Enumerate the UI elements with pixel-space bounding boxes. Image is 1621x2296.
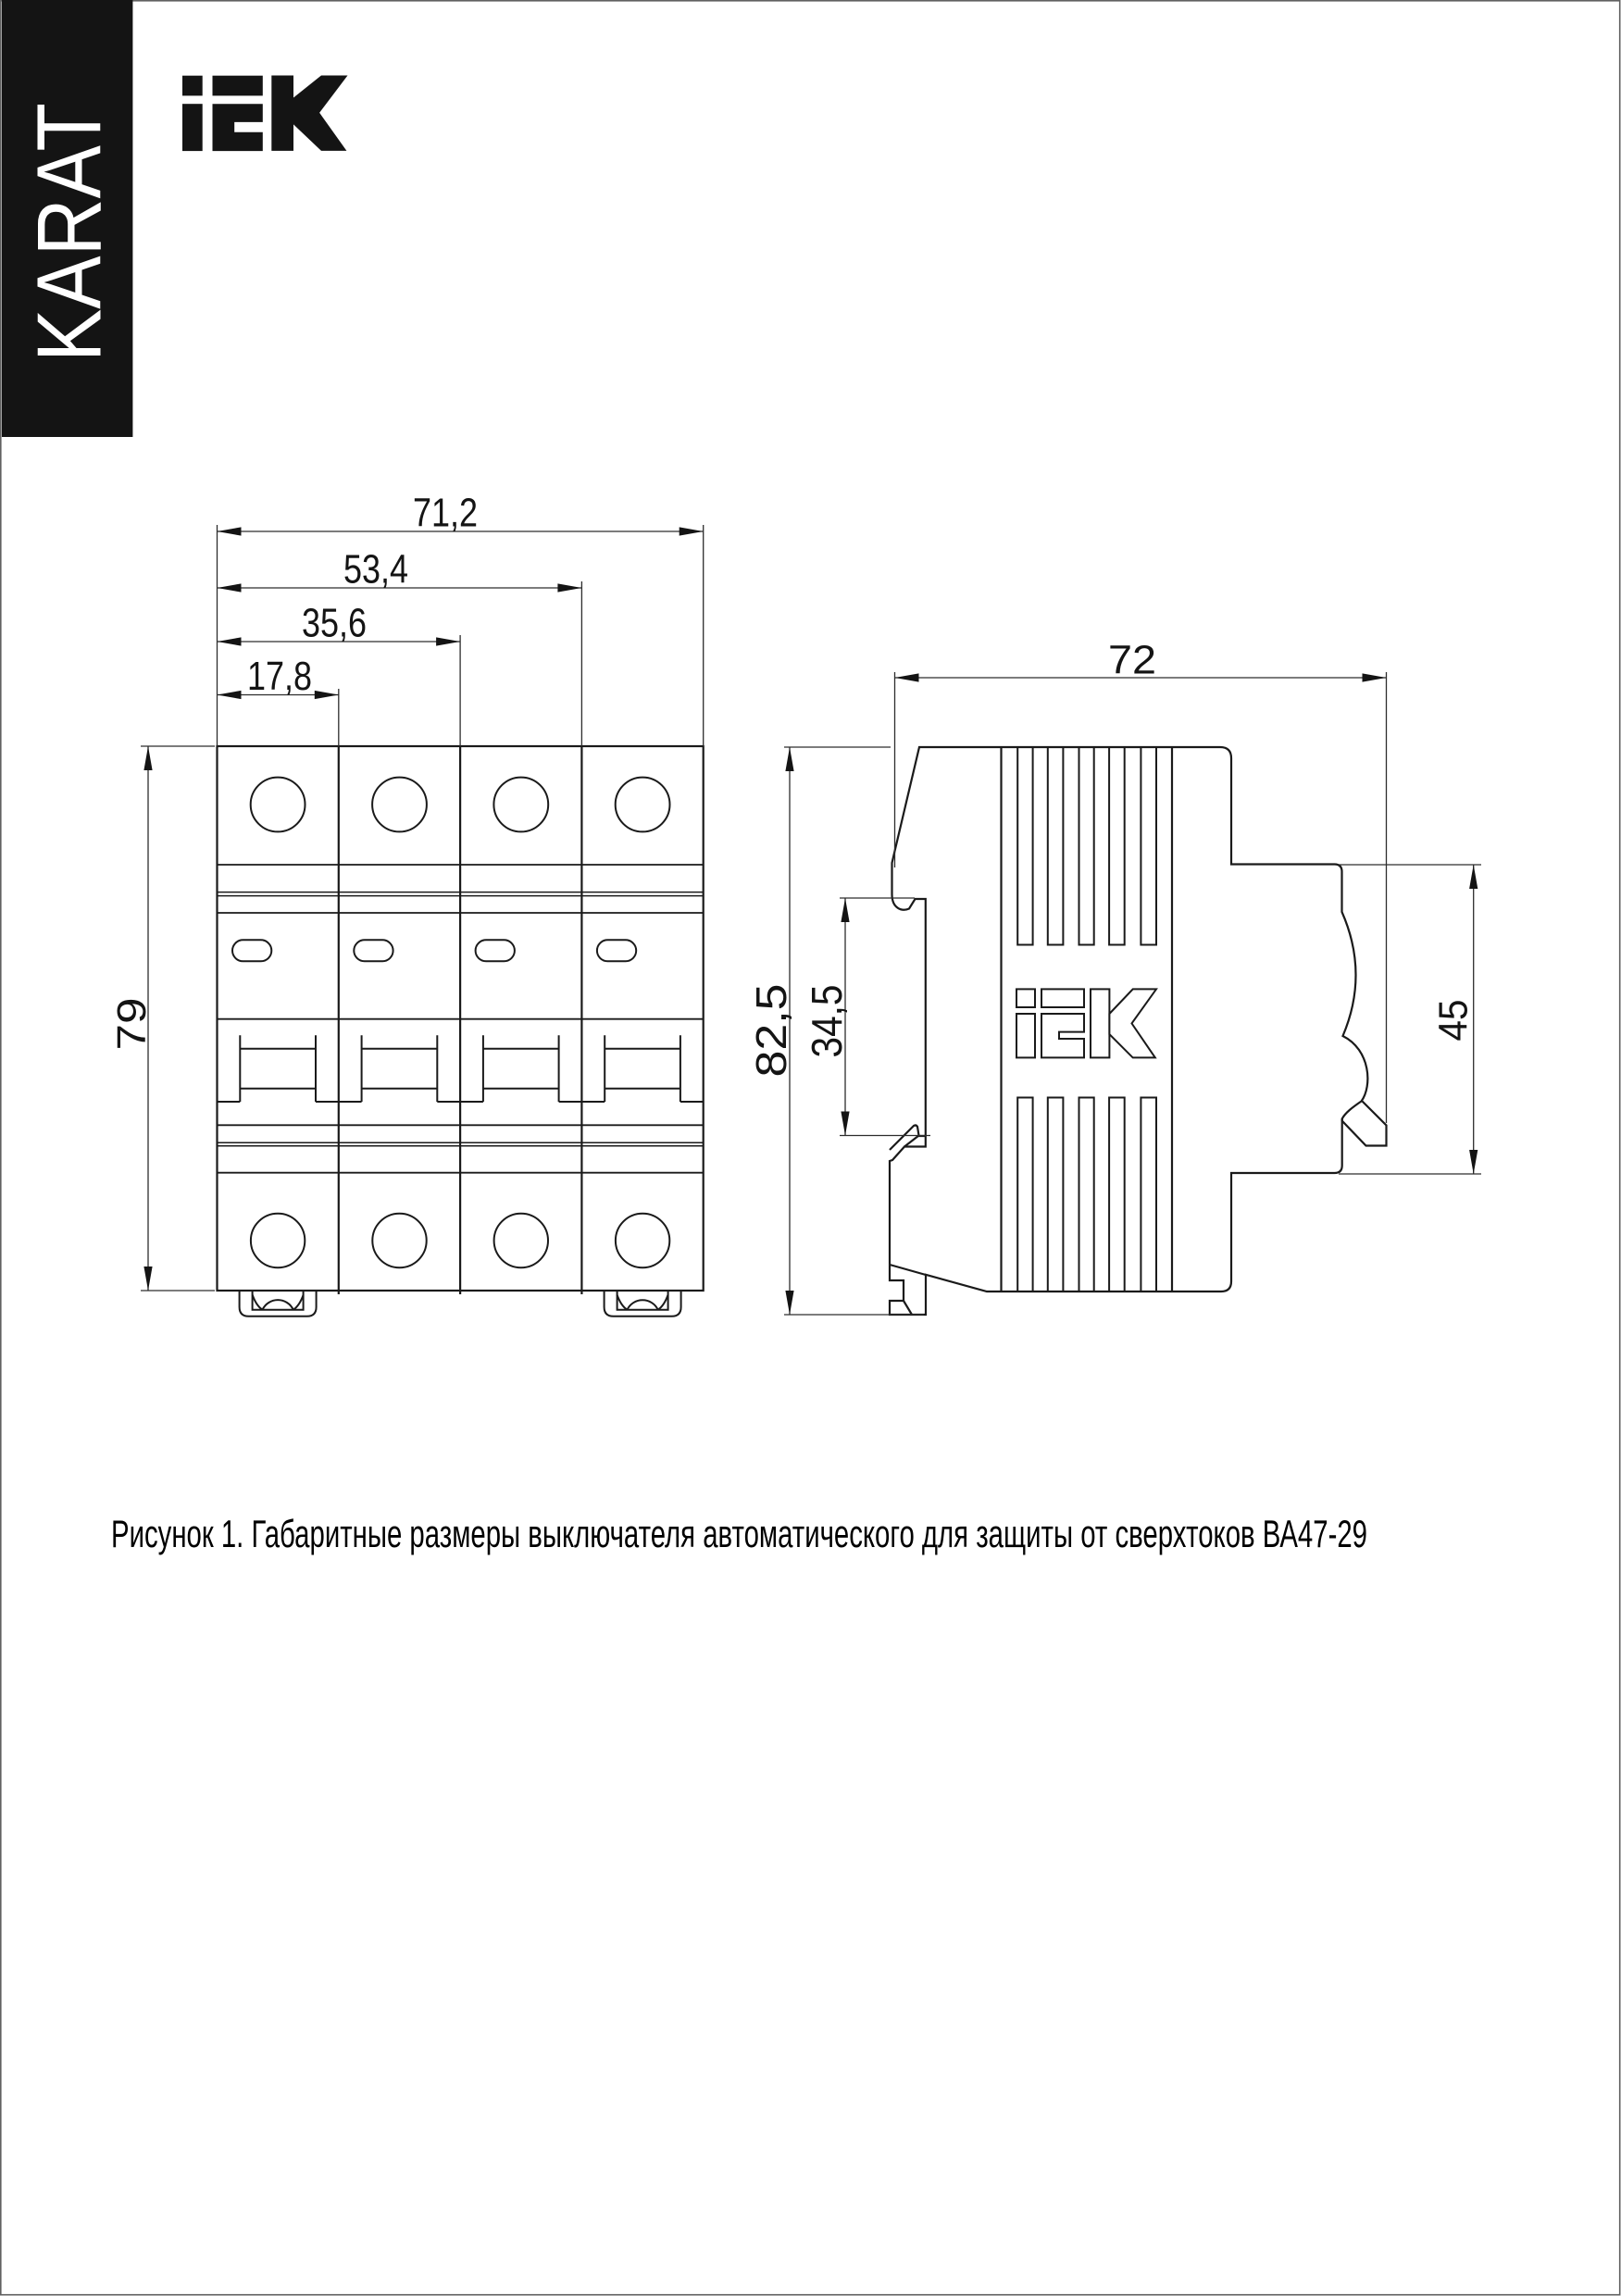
svg-text:72: 72 [1108,638,1156,683]
svg-text:71,2: 71,2 [413,491,478,536]
svg-text:79: 79 [109,998,155,1051]
svg-text:82,5: 82,5 [747,984,795,1078]
svg-text:17,8: 17,8 [247,654,312,699]
svg-text:35,6: 35,6 [302,601,367,646]
svg-text:KARAT: KARAT [19,103,120,362]
svg-text:34,5: 34,5 [803,985,851,1058]
svg-text:Рисунок 1. Габаритные размеры: Рисунок 1. Габаритные размеры выключател… [111,1512,1367,1555]
svg-text:45: 45 [1431,1000,1477,1042]
svg-text:53,4: 53,4 [343,547,408,593]
